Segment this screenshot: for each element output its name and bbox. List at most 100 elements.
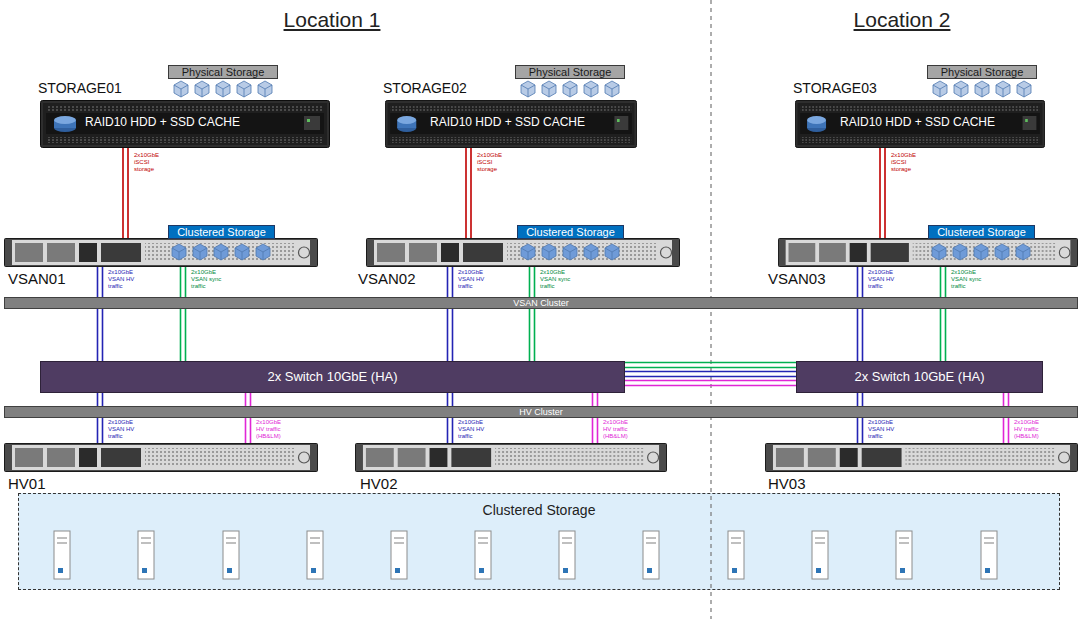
hv-server: HV01	[4, 443, 318, 472]
vsan-server: VSAN03	[778, 238, 1078, 267]
network-link	[98, 393, 103, 443]
disk-icons	[174, 81, 272, 97]
vsan-server-figure	[5, 239, 318, 267]
link-label: 2x10GbE VSAN HV traffic	[458, 269, 492, 290]
hv-server-figure	[355, 444, 666, 472]
disk-icons	[521, 81, 619, 97]
vm-icon	[475, 531, 491, 579]
storage-server-figure	[795, 101, 1044, 148]
switch-label: 2x Switch 10GbE (HA)	[854, 370, 984, 385]
disk-icons	[172, 244, 270, 260]
network-link	[625, 372, 796, 377]
server-name: VSAN03	[768, 270, 826, 287]
vm-icon	[559, 531, 575, 579]
link-label: 2x10GbE VSAN HV traffic	[108, 419, 142, 440]
server-name: HV01	[8, 475, 46, 492]
storage-server-figure	[41, 101, 330, 148]
link-label: 2x10GbE VSAN HV traffic	[108, 269, 142, 290]
link-label: 2x10GbE HV traffic (HB&LM)	[256, 419, 290, 440]
cluster-bar: HV Cluster	[4, 406, 1078, 418]
storage-server: STORAGE02RAID10 HDD + SSD CACHE	[385, 100, 637, 148]
clustered-storage-badge: Clustered Storage	[168, 225, 275, 239]
link-label: 2x10GbE VSAN HV traffic	[458, 419, 492, 440]
vsan-server: VSAN02	[366, 238, 680, 267]
vm-icon	[223, 531, 239, 579]
clustered-storage-panel: Clustered Storage	[18, 493, 1060, 590]
panel-title: Clustered Storage	[483, 502, 596, 518]
location-title: Location 1	[284, 8, 381, 32]
hv-server: HV02	[355, 443, 667, 472]
storage-server: STORAGE01RAID10 HDD + SSD CACHE	[40, 100, 330, 148]
physical-storage-badge: Physical Storage	[515, 65, 625, 79]
server-name: HV03	[768, 475, 806, 492]
badge-label: Clustered Storage	[526, 227, 615, 238]
badge-label: Clustered Storage	[937, 227, 1026, 238]
badge-label: Clustered Storage	[177, 227, 266, 238]
switch-box: 2x Switch 10GbE (HA)	[796, 361, 1043, 393]
network-link	[246, 393, 251, 443]
network-link	[530, 267, 535, 361]
cluster-bar: VSAN Cluster	[4, 297, 1078, 309]
vsan-server: VSAN01	[4, 238, 318, 267]
hv-server: HV03	[765, 443, 1078, 472]
network-link	[98, 267, 103, 361]
network-link	[593, 393, 598, 443]
network-link	[181, 267, 186, 361]
switch-label: 2x Switch 10GbE (HA)	[267, 370, 397, 385]
vm-icon	[643, 531, 659, 579]
network-link	[448, 267, 453, 361]
network-link	[1004, 393, 1009, 443]
raid-label: RAID10 HDD + SSD CACHE	[430, 116, 585, 130]
network-link	[858, 393, 863, 443]
badge-label: Physical Storage	[941, 67, 1024, 78]
vm-icon	[981, 531, 997, 579]
location-title: Location 2	[854, 8, 951, 32]
cluster-label: HV Cluster	[519, 408, 563, 417]
link-label: 2x10GbE VSAN sync traffic	[191, 269, 225, 290]
network-link	[858, 267, 863, 361]
server-name: HV02	[360, 475, 398, 492]
network-link	[448, 393, 453, 443]
vsan-server-figure	[778, 239, 1077, 267]
vsan-server-figure	[367, 239, 680, 267]
server-name: VSAN01	[8, 270, 66, 287]
hv-server-figure	[765, 444, 1077, 472]
panel-fill	[18, 493, 1060, 590]
switch-box: 2x Switch 10GbE (HA)	[40, 361, 625, 393]
disk-icons	[932, 244, 1030, 260]
vm-icon	[728, 531, 744, 579]
badge-label: Physical Storage	[529, 67, 612, 78]
link-label: 2x10GbE VSAN sync traffic	[951, 269, 985, 290]
vm-icon	[138, 531, 154, 579]
vm-icon	[307, 531, 323, 579]
link-label: 2x10GbE HV traffic (HB&LM)	[603, 419, 637, 440]
network-link	[123, 148, 128, 238]
link-label: 2x10GbE VSAN HV traffic	[868, 269, 902, 290]
vm-icon	[812, 531, 828, 579]
location-divider	[710, 0, 711, 619]
raid-label: RAID10 HDD + SSD CACHE	[840, 116, 995, 130]
hv-server-figure	[5, 444, 318, 472]
link-label: 2x10GbE VSAN HV traffic	[868, 419, 902, 440]
vm-icon	[896, 531, 912, 579]
server-name: STORAGE02	[383, 80, 467, 96]
link-label: 2x10GbE iSCSI storage	[134, 152, 168, 173]
clustered-storage-badge: Clustered Storage	[517, 225, 624, 239]
disk-icons	[933, 81, 1031, 97]
cluster-label: VSAN Cluster	[513, 299, 569, 308]
disk-icons	[521, 244, 619, 260]
raid-label: RAID10 HDD + SSD CACHE	[85, 116, 240, 130]
link-label: 2x10GbE iSCSI storage	[477, 152, 511, 173]
network-link	[625, 381, 796, 386]
storage-server: STORAGE03RAID10 HDD + SSD CACHE	[795, 100, 1045, 148]
server-name: STORAGE03	[793, 80, 877, 96]
vm-icon	[54, 531, 70, 579]
storage-server-figure	[385, 101, 636, 148]
link-label: 2x10GbE iSCSI storage	[891, 152, 925, 173]
physical-storage-badge: Physical Storage	[168, 65, 278, 79]
link-label: 2x10GbE HV traffic (HB&LM)	[1014, 419, 1048, 440]
network-link	[625, 363, 796, 368]
network-link	[880, 148, 885, 238]
